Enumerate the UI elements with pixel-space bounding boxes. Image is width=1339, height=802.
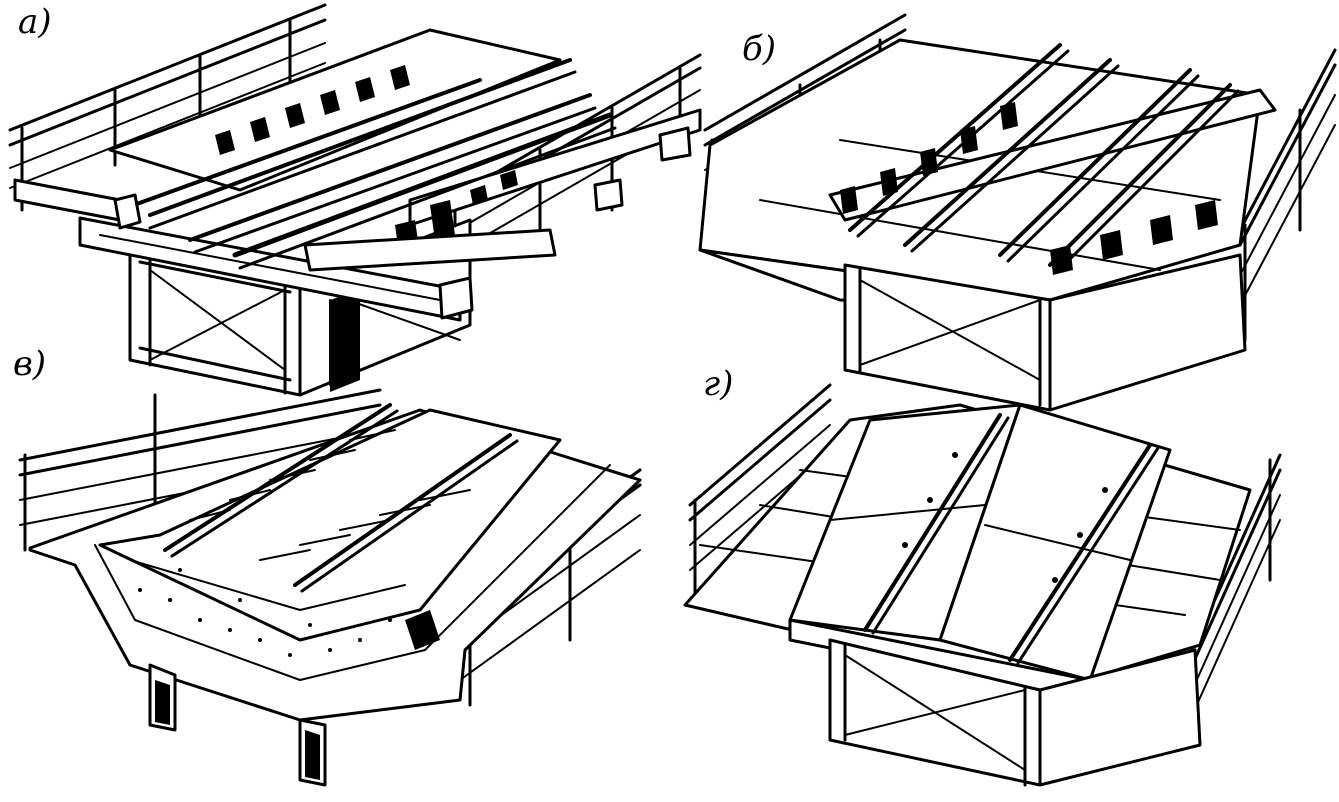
panel-g-slabs <box>788 403 1172 702</box>
panel-g-girders <box>828 638 1202 787</box>
panel-v-rails <box>163 403 519 593</box>
panel-b-label: б) <box>742 29 776 69</box>
panel-a-rails <box>113 58 692 320</box>
panel-v-drawing <box>18 388 642 787</box>
panel-a-ties <box>215 65 518 260</box>
panel-b-girders <box>843 253 1247 412</box>
panel-a-label: а) <box>18 2 52 42</box>
panel-b-rails <box>848 43 1240 273</box>
panel-v-label: в) <box>13 344 46 384</box>
panel-v-ballast <box>98 408 562 657</box>
panel-g-label: г) <box>703 364 733 404</box>
panel-a-railing-left <box>8 3 327 212</box>
panel-g-rails <box>863 413 1160 665</box>
panel-b-drawing <box>698 13 1337 412</box>
panel-b-railing-right <box>1238 48 1337 342</box>
panel-a-deck <box>13 28 702 322</box>
panel-g-drawing <box>683 383 1282 787</box>
panel-a-drawing <box>8 3 702 397</box>
